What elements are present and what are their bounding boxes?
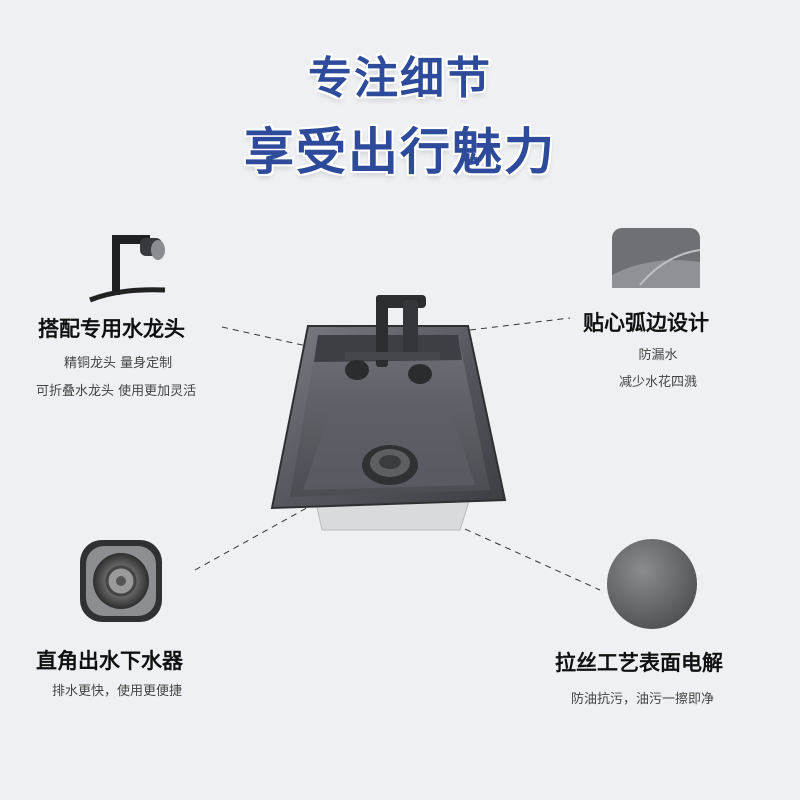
drain-icon (80, 540, 162, 622)
leader-lines (194, 317, 601, 591)
drain-feature-title: 直角出水下水器 (36, 649, 183, 673)
drain-feature-line1: 排水更快，使用更便捷 (52, 684, 183, 699)
edge-leader-line (469, 317, 571, 331)
curved-edge-icon (612, 228, 701, 288)
finish-feature-title: 拉丝工艺表面电解 (555, 651, 723, 675)
headline-line1: 专注细节 (308, 53, 492, 104)
faucet-feature-line1: 精铜龙头 量身定制 (64, 356, 173, 371)
edge-feature-title: 贴心弧边设计 (583, 311, 709, 335)
faucet-leader-line (221, 326, 361, 359)
edge-feature-line2: 减少水花四溅 (618, 375, 697, 390)
finish-feature-line1: 防油抗污，油污一擦即净 (571, 692, 715, 707)
drain-leader-line (194, 469, 376, 571)
brushed-surface-icon (607, 539, 697, 629)
faucet-feature-title: 搭配专用水龙头 (38, 317, 185, 341)
sink-illustration (270, 295, 507, 531)
faucet-icon (89, 235, 166, 303)
faucet-feature-line2: 可折叠水龙头 使用更加灵活 (36, 384, 197, 399)
edge-feature-line1: 防漏水 (638, 348, 678, 363)
headline-line2: 享受出行魅力 (244, 123, 556, 181)
finish-leader-line (444, 519, 601, 591)
